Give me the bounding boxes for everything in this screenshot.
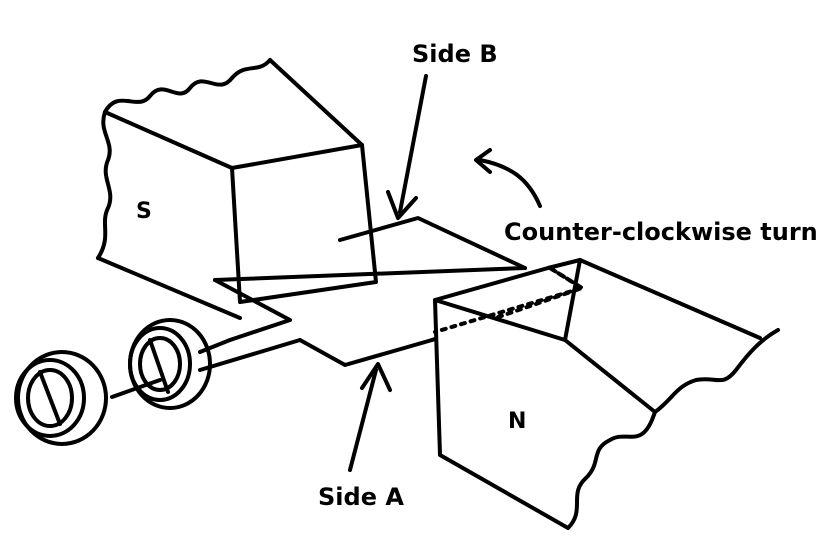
- turn-label: Counter-clockwise turn: [504, 218, 818, 246]
- turn-arrow: [474, 148, 542, 208]
- side-a-arrow: [348, 362, 392, 472]
- side-a-label: Side A: [318, 483, 404, 511]
- slip-rings: [14, 318, 212, 446]
- south-pole-label: S: [136, 199, 152, 224]
- side-b-label: Side B: [412, 40, 498, 68]
- side-b-arrow: [386, 74, 428, 220]
- north-pole-label: N: [508, 409, 526, 434]
- south-magnet: [96, 58, 378, 320]
- north-magnet: [433, 258, 780, 530]
